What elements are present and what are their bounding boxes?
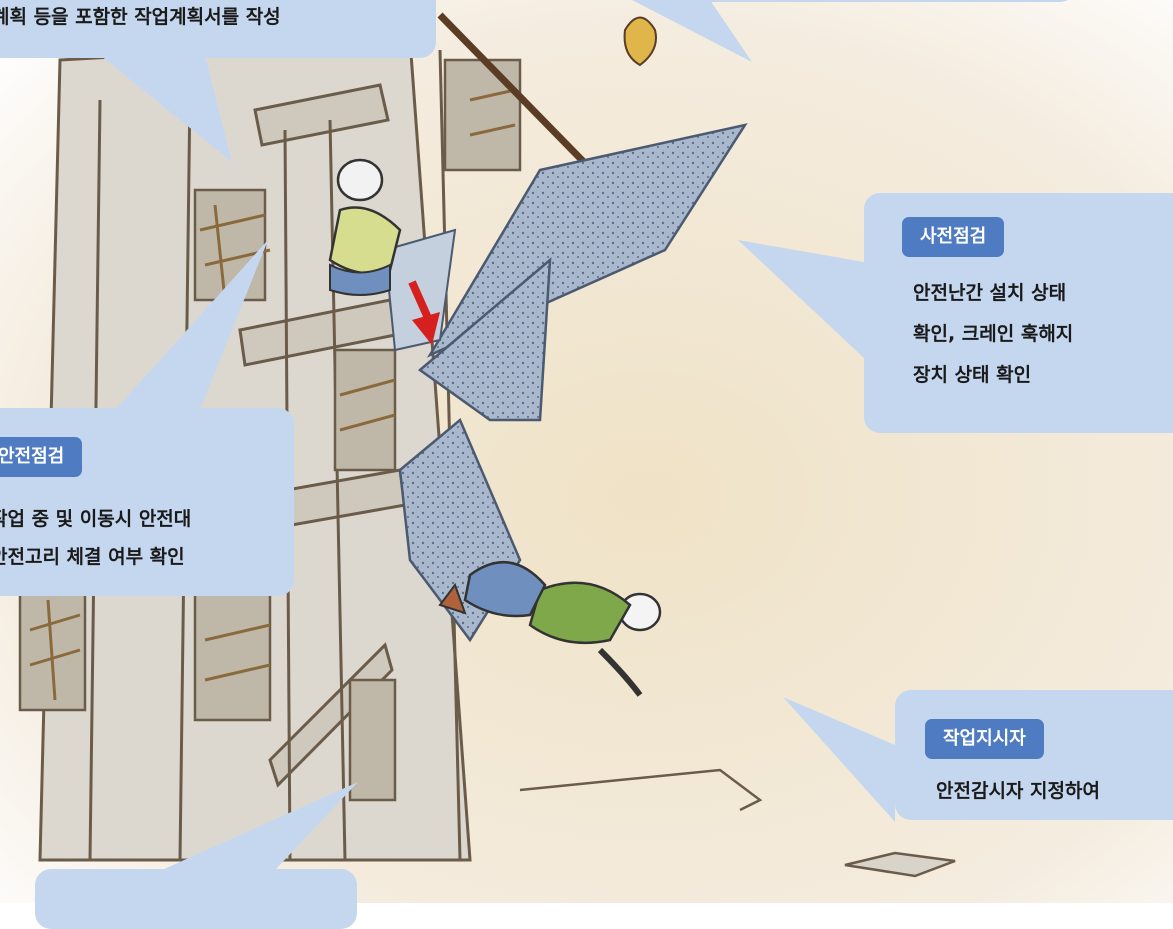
- upper-worker: [328, 158, 402, 296]
- callout-bottom-right-tag: 작업지시자: [925, 719, 1044, 759]
- safety-net: [383, 123, 748, 643]
- callout-top-left-tail: [100, 0, 895, 870]
- callout-right-line-1: 안전난간 설치 상태: [913, 282, 1067, 304]
- callout-right-line-3: 장치 상태 확인: [913, 364, 1032, 386]
- crane-hook-icon: [623, 16, 657, 67]
- callout-bottom-right-line-1: 안전감시자 지정하여: [936, 780, 1100, 802]
- callout-top-right: [632, 0, 1076, 2]
- callout-left-line-2: 안전고리 체결 여부 확인: [0, 546, 185, 568]
- callout-left-tag: 안전점검: [0, 437, 83, 477]
- rubble: [519, 768, 956, 878]
- callout-left: 안전점검 작업 중 및 이동시 안전대 안전고리 체결 여부 확인: [0, 408, 294, 596]
- callout-bottom-left: [35, 869, 357, 929]
- callout-left-line-1: 작업 중 및 이동시 안전대: [0, 508, 192, 530]
- red-arrow-down-icon: [408, 280, 440, 345]
- callout-bottom-right: 작업지시자 안전감시자 지정하여: [895, 690, 1173, 820]
- callout-right-tag: 사전점검: [902, 217, 1005, 257]
- callout-top-left: 계획 등을 포함한 작업계획서를 작성: [0, 0, 436, 58]
- callout-top-left-text: 계획 등을 포함한 작업계획서를 작성: [0, 6, 281, 28]
- callout-right: 사전점검 안전난간 설치 상태 확인, 크레인 훅해지 장치 상태 확인: [864, 193, 1173, 433]
- callout-right-line-2: 확인, 크레인 훅해지: [913, 323, 1074, 345]
- falling-worker: [438, 560, 662, 697]
